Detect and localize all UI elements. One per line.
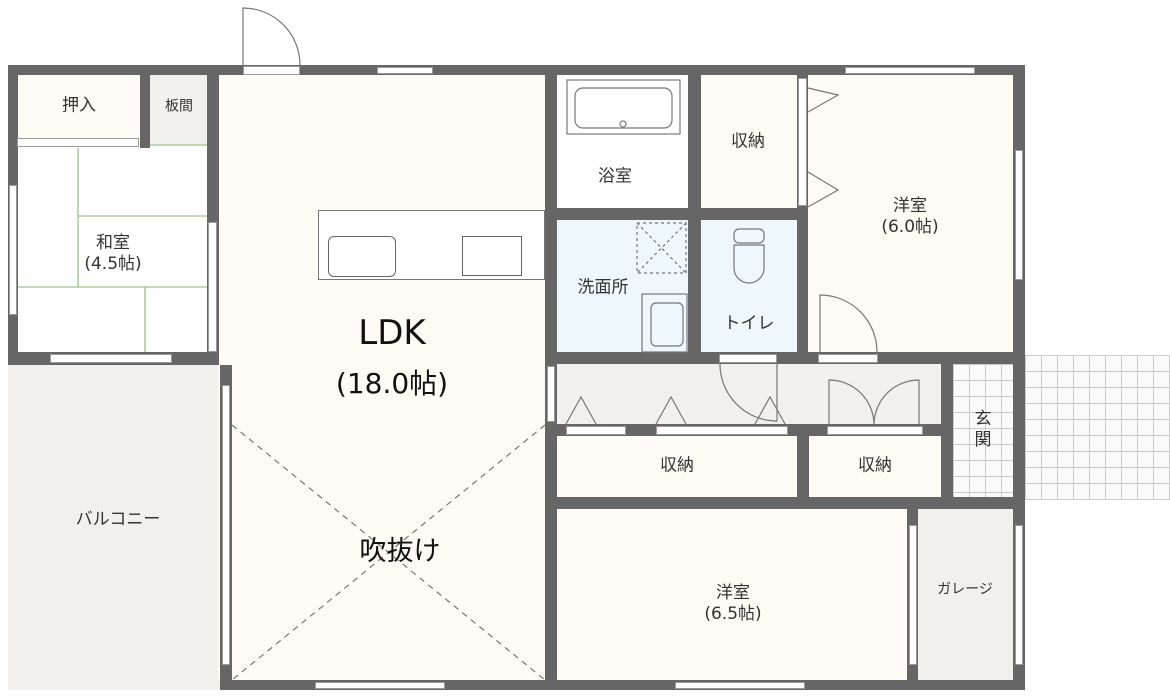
room-label-ldk: LDK (18.0帖) bbox=[336, 305, 448, 407]
window bbox=[50, 354, 172, 363]
room-name: LDK bbox=[358, 312, 426, 353]
double-door-swing bbox=[828, 379, 920, 425]
door-opening bbox=[827, 426, 923, 435]
wall bbox=[545, 497, 1025, 509]
washitsu-floor bbox=[18, 148, 208, 352]
storage-left-floor bbox=[557, 436, 797, 497]
balcony-area bbox=[8, 365, 220, 690]
room-name: 洋室 bbox=[716, 582, 750, 603]
room-label-entrance: 玄 関 bbox=[974, 408, 992, 450]
kitchen-counter bbox=[318, 210, 545, 280]
bathtub-icon bbox=[566, 79, 681, 135]
oshiire-floor bbox=[18, 75, 140, 137]
room-name: 洋室 bbox=[893, 195, 927, 216]
room-name: 和室 bbox=[96, 232, 130, 253]
room-label-garage: ガレージ bbox=[937, 581, 993, 598]
fukinuke-label: 吹抜け bbox=[359, 536, 441, 568]
closet-door bbox=[807, 87, 840, 208]
door-swing bbox=[819, 294, 878, 353]
toilet-floor bbox=[701, 220, 797, 352]
wall bbox=[797, 65, 808, 364]
room-size: (6.0帖) bbox=[881, 217, 939, 237]
void-line bbox=[231, 424, 546, 681]
window bbox=[845, 67, 975, 74]
sliding-door bbox=[208, 222, 217, 352]
toilet-icon bbox=[733, 228, 765, 244]
wall bbox=[545, 208, 808, 220]
room-label-itama: 板間 bbox=[165, 98, 193, 115]
room-label-toilet: トイレ bbox=[723, 313, 775, 334]
washroom-floor bbox=[557, 220, 688, 352]
room-label-western-top: 洋室(6.0帖) bbox=[881, 196, 938, 239]
storage-top-floor bbox=[701, 75, 797, 208]
western-top-floor bbox=[808, 75, 1013, 352]
room-label-oshiire: 押入 bbox=[62, 95, 96, 116]
door-opening bbox=[243, 66, 300, 75]
door-swing bbox=[719, 363, 778, 422]
balcony-label: バルコニー bbox=[75, 509, 161, 530]
room-label-western-bottom: 洋室(6.5帖) bbox=[704, 583, 761, 626]
room-label-storage: 収納 bbox=[731, 131, 765, 152]
room-label-storage-left: 収納 bbox=[660, 455, 694, 476]
itama-floor bbox=[150, 75, 208, 145]
wall bbox=[220, 680, 1025, 690]
washbasin-icon bbox=[641, 293, 688, 353]
wall bbox=[941, 364, 953, 509]
closet-door bbox=[565, 395, 786, 425]
window bbox=[315, 682, 445, 689]
wall bbox=[8, 65, 1025, 75]
wall bbox=[545, 352, 1025, 364]
wall bbox=[797, 424, 809, 509]
entrance-floor bbox=[953, 364, 1013, 497]
room-label-washitsu: 和室(4.5帖) bbox=[84, 233, 141, 276]
window bbox=[9, 185, 17, 315]
ldk-floor bbox=[218, 75, 545, 680]
sliding-door bbox=[798, 78, 807, 206]
room-size: (6.5帖) bbox=[704, 604, 762, 624]
door-swing bbox=[242, 7, 301, 66]
porch bbox=[1025, 355, 1170, 500]
washing-machine-space bbox=[636, 222, 687, 274]
stove-icon bbox=[462, 236, 522, 276]
door-opening bbox=[719, 354, 777, 363]
window bbox=[222, 385, 230, 665]
tatami-lines bbox=[18, 144, 207, 352]
room-label-washroom: 洗面所 bbox=[577, 277, 629, 298]
sliding-door bbox=[17, 138, 139, 147]
window bbox=[1015, 525, 1023, 665]
room-label-storage-right: 収納 bbox=[858, 455, 892, 476]
window bbox=[1015, 150, 1023, 280]
window bbox=[377, 67, 433, 74]
door-opening bbox=[656, 426, 788, 435]
door-opening bbox=[566, 426, 626, 435]
bathroom-floor bbox=[557, 75, 688, 208]
door-opening bbox=[818, 354, 878, 363]
window bbox=[675, 682, 805, 689]
room-size: (18.0帖) bbox=[335, 366, 449, 400]
western-bottom-floor bbox=[557, 509, 907, 680]
wall bbox=[140, 75, 150, 148]
room-label-bathroom: 浴室 bbox=[598, 166, 632, 187]
room-size: (4.5帖) bbox=[84, 254, 142, 274]
garage-floor bbox=[918, 509, 1013, 680]
sliding-door bbox=[547, 366, 555, 422]
sink-icon bbox=[328, 236, 396, 277]
window bbox=[909, 525, 917, 665]
storage-right-floor bbox=[809, 436, 941, 497]
